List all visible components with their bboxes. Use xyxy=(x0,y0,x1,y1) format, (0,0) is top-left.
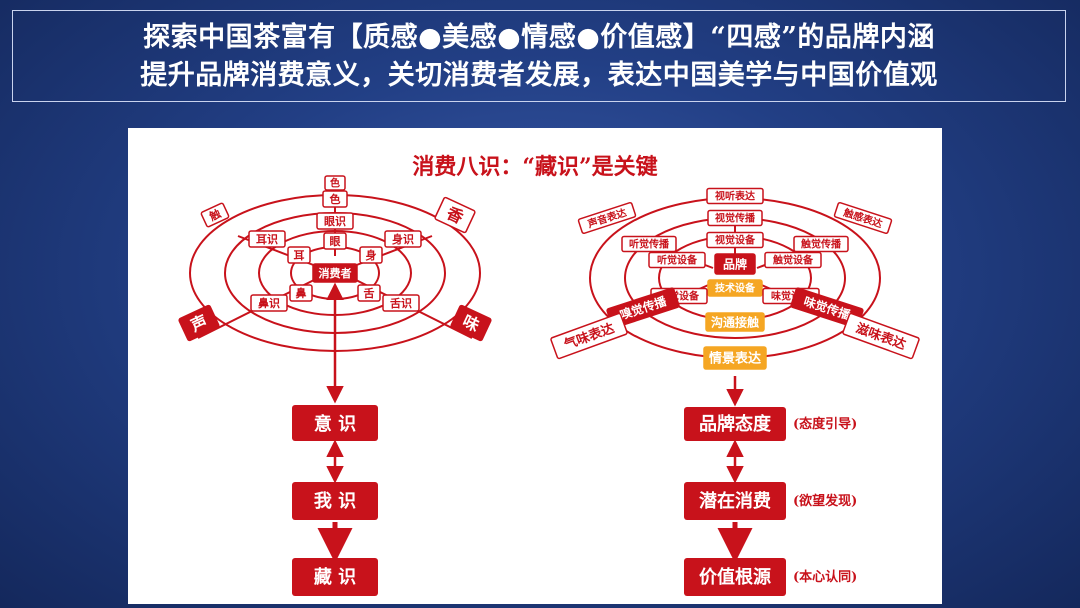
left-inner-node: 舌 xyxy=(357,284,381,302)
right-center-label: 品牌 xyxy=(723,256,747,271)
left-inner-node-label: 舌 xyxy=(364,286,375,300)
right-chain-node-2 xyxy=(684,482,786,520)
left-outer-node: 香 xyxy=(434,196,476,234)
header-line-2: 提升品牌消费意义，关切消费者发展，表达中国美学与中国价值观 xyxy=(140,60,938,91)
right-outer-node: 滋味表达 xyxy=(842,312,920,360)
left-inner-node: 耳 xyxy=(287,246,311,264)
left-inner-node: 鼻 xyxy=(289,284,313,302)
right-inner-node-label: 触觉设备 xyxy=(772,254,814,267)
left-chain-label-2: 我 识 xyxy=(314,491,356,512)
left-mid-node: 眼识 xyxy=(316,212,354,230)
left-mid-node-label: 鼻识 xyxy=(258,296,280,310)
left-mid-node: 耳识 xyxy=(248,230,286,248)
right-nodes: 品牌技术设备视觉设备触觉设备味觉设备嗅觉设备听觉设备视觉传播触觉传播味觉传播嗅觉… xyxy=(550,187,920,370)
right-middle-node-2-label: 情景表达 xyxy=(709,351,761,367)
left-inner-node-label: 耳 xyxy=(294,249,305,262)
left-mid-node-label: 身识 xyxy=(392,232,414,246)
right-chain: 品牌态度 (态度引导) 潜在消费 (欲望发现) 价值根源 (本心认同) xyxy=(684,376,857,596)
right-outer-node-label: 视听表达 xyxy=(715,190,755,203)
right-middle-node-1-label: 沟通接触 xyxy=(711,314,759,329)
left-mid-node: 身识 xyxy=(384,230,422,248)
left-mid-node: 舌识 xyxy=(382,294,420,312)
left-inner-node-label: 眼 xyxy=(330,235,341,248)
left-inner-node: 身 xyxy=(359,246,383,264)
left-mid-node-label: 舌识 xyxy=(390,296,412,310)
left-chain-label-3: 藏 识 xyxy=(314,567,356,588)
right-outer-node: 声音表达 xyxy=(577,201,637,235)
left-chain-label-1: 意 识 xyxy=(314,413,356,435)
right-inner-node: 视觉设备 xyxy=(706,231,764,249)
left-mid-node-label: 耳识 xyxy=(256,233,278,246)
left-chain-node-3 xyxy=(292,558,378,596)
header-banner: 探索中国茶富有【质感●美感●情感●价值感】“四感”的品牌内涵 提升品牌消费意义，… xyxy=(12,10,1066,102)
left-center: 消费者 xyxy=(312,263,358,283)
right-mid-node: 听觉传播 xyxy=(621,235,677,253)
right-middle-node-2: 情景表达 xyxy=(703,346,767,370)
left-outer-node: 触 xyxy=(200,202,230,228)
left-outer-node-label: 色 xyxy=(330,192,341,206)
right-mid-node: 触觉传播 xyxy=(793,235,849,253)
left-inner-node-label: 身 xyxy=(366,248,377,262)
right-outer-node: 视听表达 xyxy=(706,187,764,205)
right-middle-node-1: 沟通接触 xyxy=(705,312,765,332)
right-outer-node: 气味表达 xyxy=(550,312,628,360)
left-top-node: 色 xyxy=(324,175,346,191)
right-chain-note-2: (欲望发现) xyxy=(793,493,857,509)
left-chain-node-1 xyxy=(292,405,378,441)
left-center-label: 消费者 xyxy=(319,266,352,280)
right-core-label: 技术设备 xyxy=(715,282,756,295)
right-outer-node: 触感表达 xyxy=(833,201,893,235)
left-top-node-label: 色 xyxy=(330,177,340,190)
right-inner-node: 听觉设备 xyxy=(648,251,706,269)
diagram-title: 消费八识：“藏识”是关键 xyxy=(412,154,657,180)
right-inner-node-label: 视觉设备 xyxy=(715,234,756,247)
right-mid-node-label: 听觉传播 xyxy=(629,238,670,251)
left-outer-node-label: 声 xyxy=(187,311,210,335)
left-chain-node-2 xyxy=(292,482,378,520)
left-inner-node-label: 鼻 xyxy=(296,286,307,300)
left-outer-node: 声 xyxy=(178,304,220,342)
left-outer-node-label: 味 xyxy=(460,311,483,335)
right-chain-label-1: 品牌态度 xyxy=(699,413,772,435)
header-line-1: 探索中国茶富有【质感●美感●情感●价值感】“四感”的品牌内涵 xyxy=(143,22,935,53)
left-outer-node-label: 触 xyxy=(206,206,223,224)
left-mid-node-label: 眼识 xyxy=(324,215,346,228)
left-outer-node: 色 xyxy=(322,190,348,208)
left-mid-node: 鼻识 xyxy=(250,294,288,312)
left-outer-node: 味 xyxy=(450,304,492,342)
right-core: 技术设备 xyxy=(707,279,763,297)
right-chain-note-1: (态度引导) xyxy=(793,416,857,432)
right-chain-node-3 xyxy=(684,558,786,596)
right-center: 品牌 xyxy=(714,253,756,275)
right-inner-node: 触觉设备 xyxy=(764,251,822,269)
right-mid-node: 视觉传播 xyxy=(707,209,763,227)
right-mid-node-label: 触觉传播 xyxy=(800,238,842,251)
left-inner-node: 眼 xyxy=(323,232,347,250)
right-inner-node-label: 听觉设备 xyxy=(657,254,698,267)
right-chain-label-2: 潜在消费 xyxy=(699,490,771,512)
right-chain-node-1 xyxy=(684,407,786,441)
right-mid-node-label: 视觉传播 xyxy=(715,212,756,225)
right-chain-note-3: (本心认同) xyxy=(793,569,857,585)
left-chain: 品牌态度 意 识 我 识 藏 识 xyxy=(292,282,378,596)
right-chain-label-3: 价值根源 xyxy=(699,566,771,588)
